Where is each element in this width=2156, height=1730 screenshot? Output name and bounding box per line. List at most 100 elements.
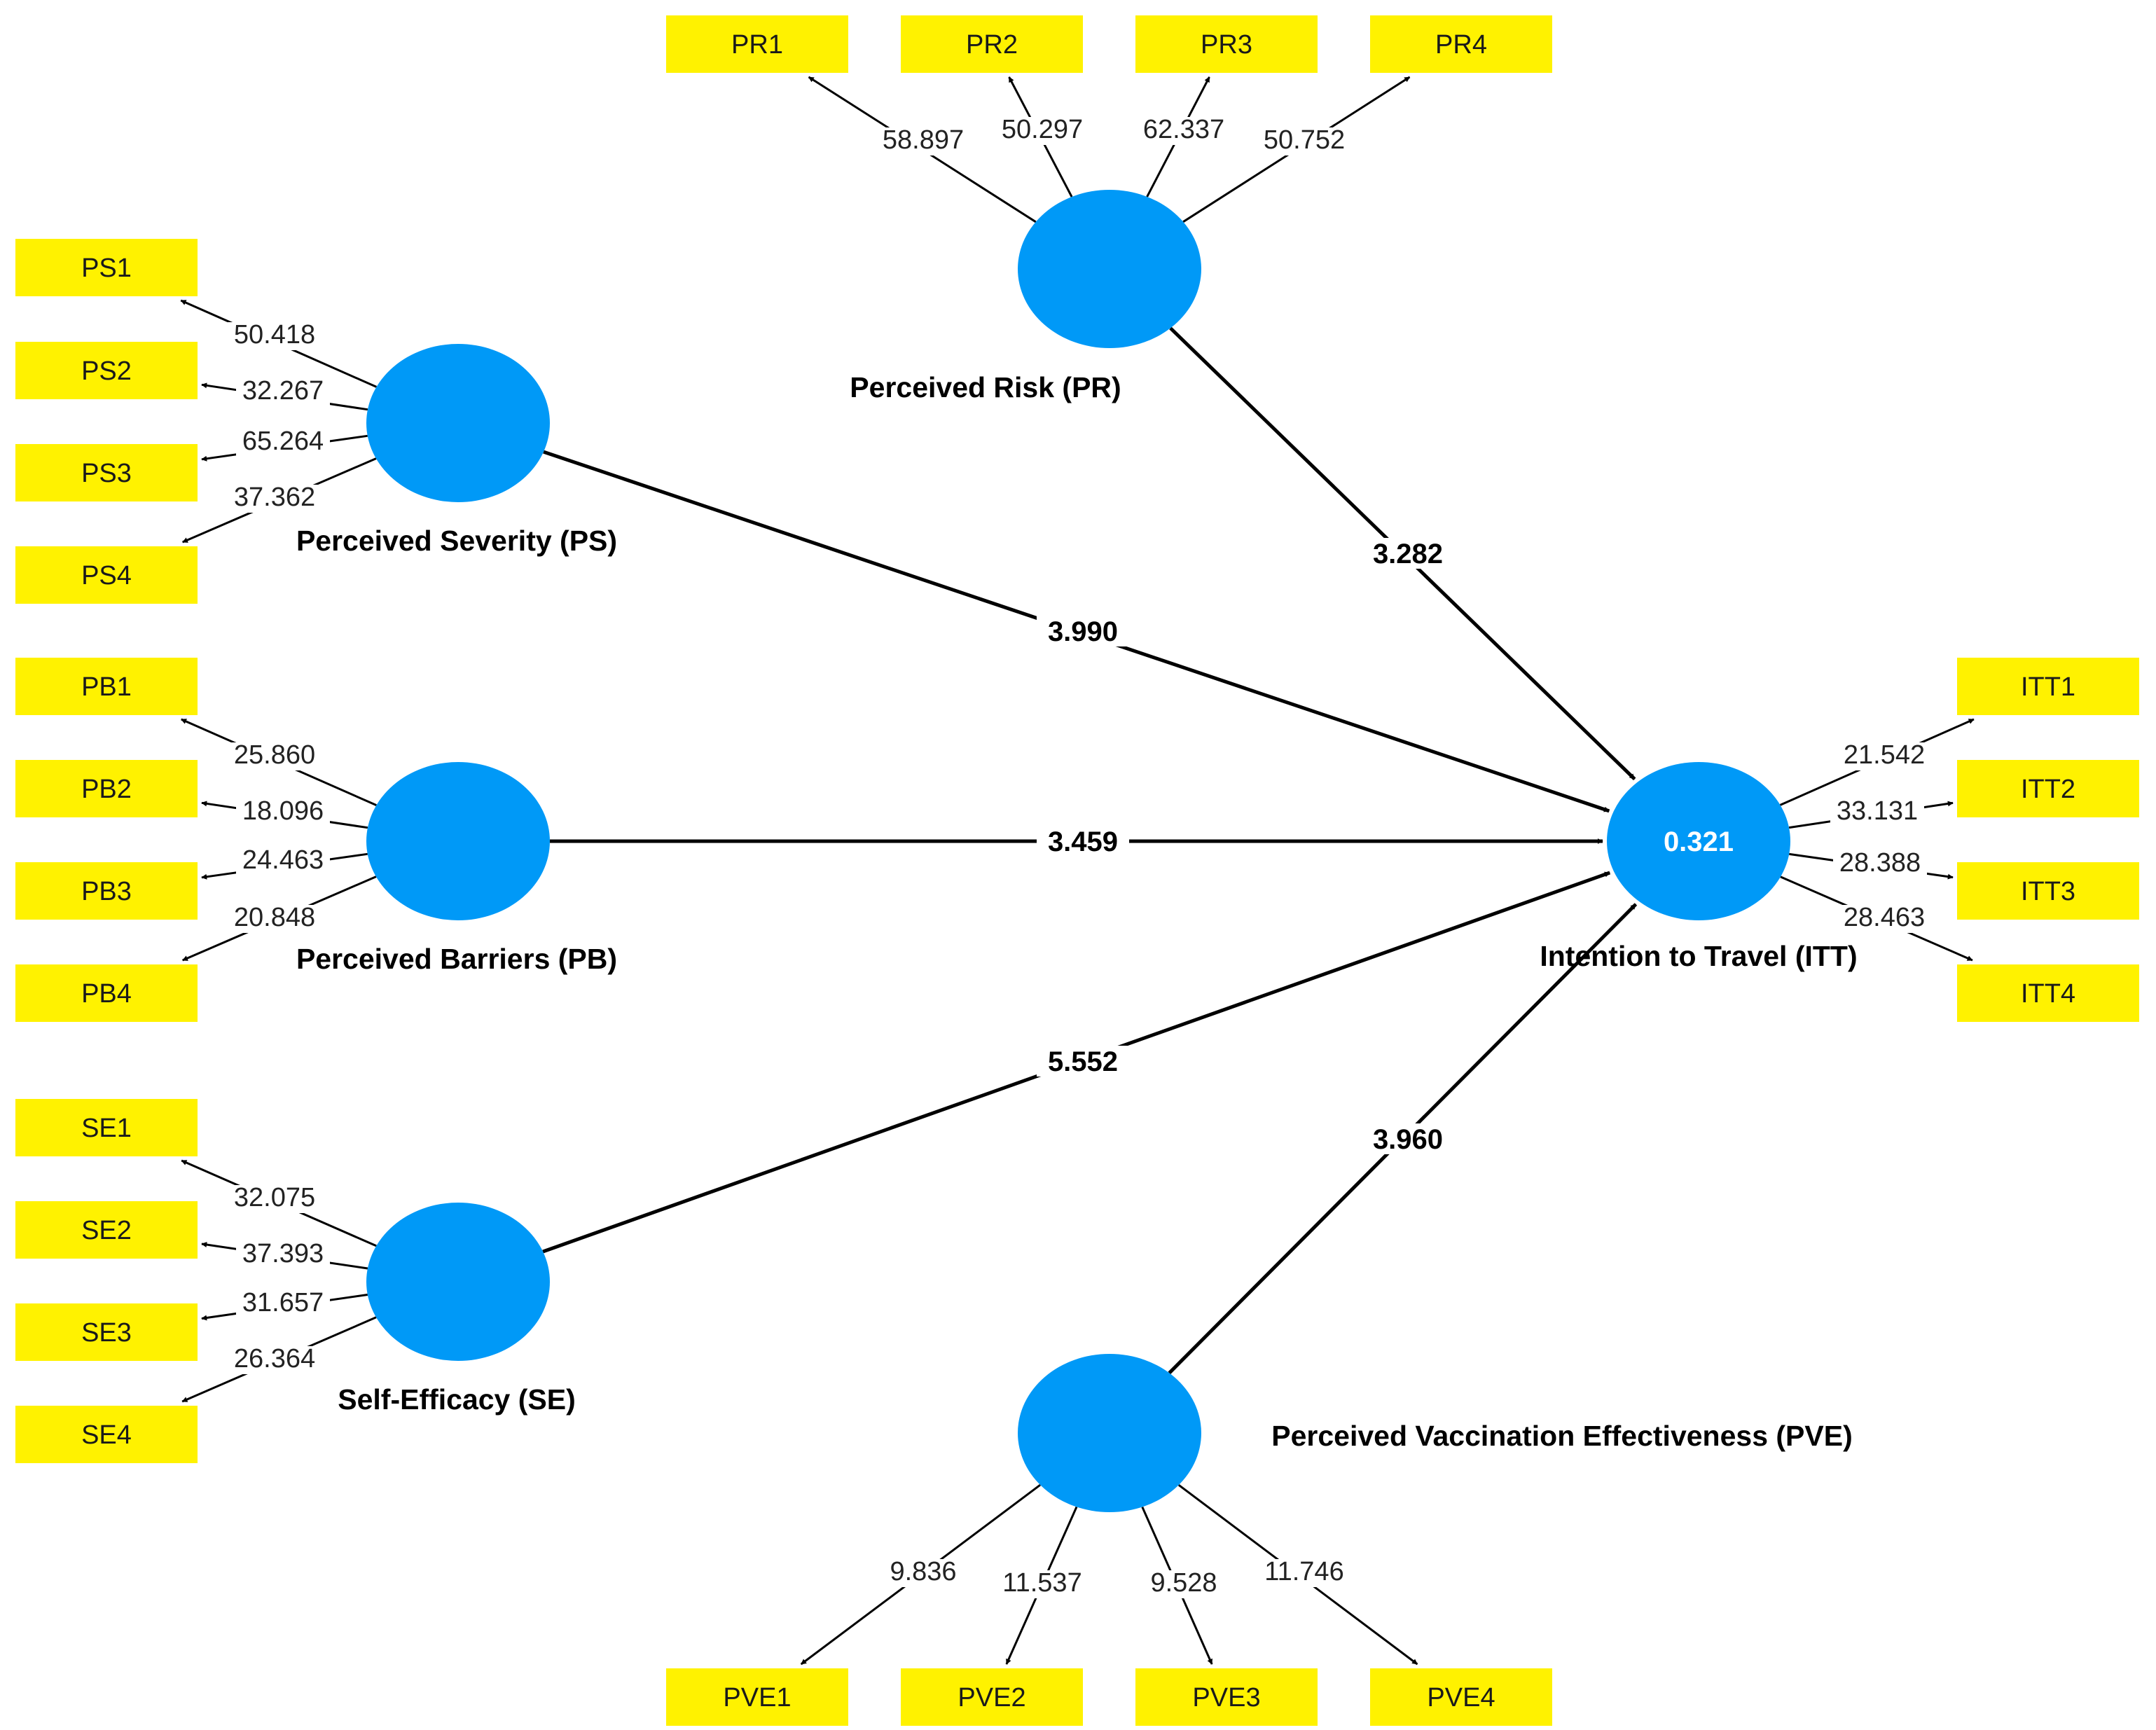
loading-label-bg xyxy=(236,429,330,457)
loading-value-pr3: 62.337 xyxy=(1143,115,1224,144)
loading-label-bg xyxy=(1257,1559,1351,1587)
indicator-label-itt1: ITT1 xyxy=(2021,672,2075,702)
indicator-box-ps1[interactable] xyxy=(15,239,198,296)
loading-label-bg xyxy=(1257,127,1351,155)
path-coefficient-pve-itt: 3.960 xyxy=(1373,1124,1443,1155)
indicator-label-pve2: PVE2 xyxy=(958,1683,1025,1712)
indicator-box-pr1[interactable] xyxy=(666,15,848,73)
indicator-box-pb2[interactable] xyxy=(15,760,198,817)
loading-label-bg xyxy=(995,117,1089,145)
indicator-box-itt2[interactable] xyxy=(1957,760,2139,817)
loading-value-pb1: 25.860 xyxy=(234,740,315,770)
construct-pr[interactable] xyxy=(1018,190,1201,348)
path-coefficient-ps-itt: 3.990 xyxy=(1048,616,1118,647)
construct-pb[interactable] xyxy=(366,762,550,920)
loading-label-bg xyxy=(236,798,330,826)
path-label-bg xyxy=(1362,1123,1454,1154)
r-squared-value: 0.321 xyxy=(1664,826,1734,857)
indicator-label-itt3: ITT3 xyxy=(2021,877,2075,906)
loading-label-bg xyxy=(995,1570,1089,1598)
loading-value-se2: 37.393 xyxy=(242,1239,324,1268)
indicator-box-pve1[interactable] xyxy=(666,1668,848,1726)
indicator-box-ps2[interactable] xyxy=(15,342,198,399)
loading-label-bg xyxy=(228,322,322,350)
indicator-label-itt4: ITT4 xyxy=(2021,979,2075,1009)
indicator-box-ps4[interactable] xyxy=(15,546,198,604)
loading-label-bg xyxy=(236,1290,330,1318)
indicator-label-ps3: PS3 xyxy=(81,459,132,488)
indicator-box-pve4[interactable] xyxy=(1370,1668,1552,1726)
loading-label-bg xyxy=(236,847,330,876)
loading-value-itt3: 28.388 xyxy=(1839,848,1921,878)
indicator-box-itt1[interactable] xyxy=(1957,658,2139,715)
path-label-bg xyxy=(1037,1046,1129,1077)
indicator-label-pr4: PR4 xyxy=(1435,30,1487,60)
construct-label-pr: Perceived Risk (PR) xyxy=(850,371,1121,403)
indicator-box-se4[interactable] xyxy=(15,1406,198,1463)
loading-value-se1: 32.075 xyxy=(234,1183,315,1212)
indicator-box-se3[interactable] xyxy=(15,1303,198,1361)
loading-label-bg xyxy=(228,742,322,770)
construct-label-se: Self-Efficacy (SE) xyxy=(338,1383,576,1416)
indicator-label-pve4: PVE4 xyxy=(1427,1683,1495,1712)
loading-value-pb3: 24.463 xyxy=(242,845,324,875)
loading-value-ps4: 37.362 xyxy=(234,483,315,512)
indicator-box-itt4[interactable] xyxy=(1957,964,2139,1022)
indicator-label-se4: SE4 xyxy=(81,1420,132,1450)
indicator-label-se3: SE3 xyxy=(81,1318,132,1348)
loading-value-itt4: 28.463 xyxy=(1844,903,1925,932)
path-label-bg xyxy=(1037,616,1129,646)
construct-ps[interactable] xyxy=(366,344,550,502)
indicator-box-se1[interactable] xyxy=(15,1099,198,1156)
loading-label-bg xyxy=(228,1346,322,1374)
loading-label-bg xyxy=(876,127,970,155)
indicator-box-pr4[interactable] xyxy=(1370,15,1552,73)
path-coefficient-se-itt: 5.552 xyxy=(1048,1046,1118,1077)
indicator-label-pb4: PB4 xyxy=(81,979,132,1009)
construct-label-itt: Intention to Travel (ITT) xyxy=(1540,940,1857,972)
construct-pve[interactable] xyxy=(1018,1354,1201,1512)
loading-value-ps1: 50.418 xyxy=(234,320,315,350)
loading-value-se3: 31.657 xyxy=(242,1288,324,1317)
indicator-box-pve3[interactable] xyxy=(1135,1668,1318,1726)
indicator-label-itt2: ITT2 xyxy=(2021,775,2075,804)
loading-value-pve1: 9.836 xyxy=(890,1557,956,1586)
loading-value-ps3: 65.264 xyxy=(242,427,324,456)
loading-value-pr1: 58.897 xyxy=(883,125,964,155)
indicator-box-pve2[interactable] xyxy=(901,1668,1083,1726)
indicator-box-pr2[interactable] xyxy=(901,15,1083,73)
indicator-label-se1: SE1 xyxy=(81,1114,132,1143)
indicator-box-pb3[interactable] xyxy=(15,862,198,920)
construct-label-pb: Perceived Barriers (PB) xyxy=(296,943,617,975)
indicator-box-pb1[interactable] xyxy=(15,658,198,715)
loading-label-bg xyxy=(1830,798,1924,826)
loading-value-pve2: 11.537 xyxy=(1002,1568,1082,1598)
indicator-box-pr3[interactable] xyxy=(1135,15,1318,73)
path-label-bg xyxy=(1362,538,1454,569)
indicator-label-pb3: PB3 xyxy=(81,877,132,906)
indicator-box-itt3[interactable] xyxy=(1957,862,2139,920)
indicator-box-se2[interactable] xyxy=(15,1201,198,1259)
indicator-label-pr3: PR3 xyxy=(1201,30,1252,60)
indicator-box-pb4[interactable] xyxy=(15,964,198,1022)
loading-value-pr2: 50.297 xyxy=(1002,115,1083,144)
construct-se[interactable] xyxy=(366,1203,550,1361)
loading-label-bg xyxy=(1833,850,1927,878)
indicator-label-pr1: PR1 xyxy=(731,30,783,60)
indicator-label-se2: SE2 xyxy=(81,1216,132,1245)
loading-label-bg xyxy=(883,1559,963,1587)
loading-value-itt2: 33.131 xyxy=(1837,796,1918,826)
indicator-label-ps2: PS2 xyxy=(81,357,132,386)
construct-label-ps: Perceived Severity (PS) xyxy=(296,525,617,557)
loading-label-bg xyxy=(1137,117,1231,145)
loading-value-se4: 26.364 xyxy=(234,1344,315,1373)
loading-value-pb4: 20.848 xyxy=(234,903,315,932)
loading-value-pb2: 18.096 xyxy=(242,796,324,826)
loading-label-bg xyxy=(228,905,322,933)
loading-label-bg xyxy=(236,1241,330,1269)
indicator-label-pb1: PB1 xyxy=(81,672,132,702)
indicator-label-pb2: PB2 xyxy=(81,775,132,804)
indicator-box-ps3[interactable] xyxy=(15,444,198,501)
construct-itt[interactable] xyxy=(1607,762,1790,920)
